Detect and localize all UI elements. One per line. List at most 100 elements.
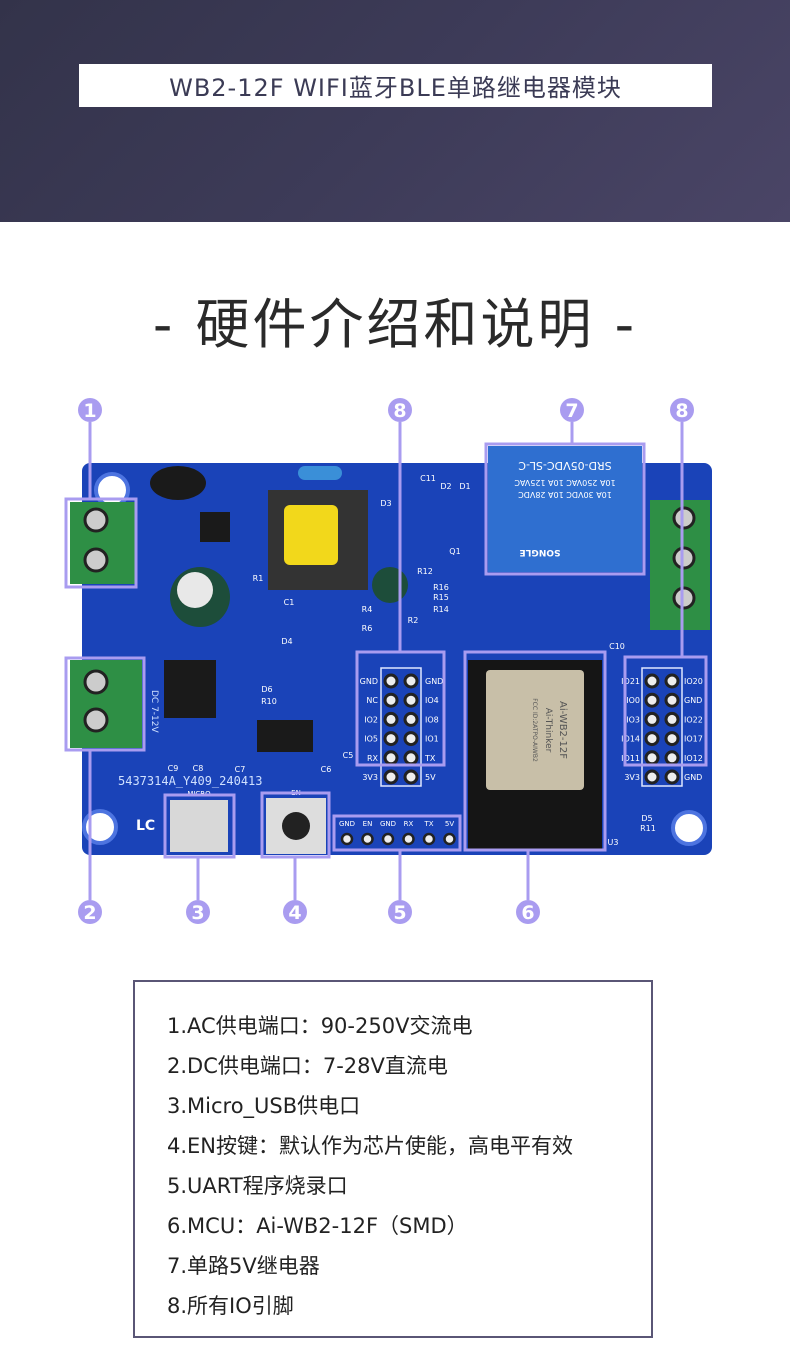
- header-outline: [641, 667, 683, 787]
- relay-brand: SONGLE: [520, 547, 561, 557]
- screw-icon: [672, 546, 696, 570]
- part-designator: C8: [193, 764, 204, 773]
- part-designator: C11: [420, 474, 436, 483]
- screw-icon: [672, 506, 696, 530]
- varistor: [150, 466, 206, 500]
- part-designator: R16: [433, 583, 449, 592]
- pin: [383, 731, 399, 747]
- uart-pin: [361, 832, 374, 846]
- pin: [403, 731, 419, 747]
- callout-number: 1: [83, 400, 96, 422]
- part-designator: C7: [235, 765, 246, 774]
- part-designator: R10: [261, 697, 277, 706]
- relay-rating-2: 10A 30VDC 10A 28VDC: [518, 490, 612, 499]
- callout-lines: [88, 422, 684, 900]
- pin-label: GND: [684, 773, 702, 782]
- part-designator: R1: [253, 574, 264, 583]
- pin-label: GND: [684, 696, 702, 705]
- pin-label: RX: [367, 754, 379, 763]
- callout-marker: [78, 398, 102, 422]
- pin-label: TX: [424, 754, 436, 763]
- uart-pin-label: RX: [404, 820, 414, 828]
- description-line: 3.Micro_USB供电口: [167, 1094, 361, 1118]
- ldo-chip: [257, 720, 313, 752]
- part-designator: U3: [608, 838, 619, 847]
- part-designator: D4: [281, 637, 292, 646]
- header-title: WB2-12F WIFI蓝牙BLE单路继电器模块: [169, 74, 622, 102]
- pin-label: 5V: [425, 773, 436, 782]
- pin: [403, 711, 419, 727]
- pin: [644, 769, 660, 785]
- pin: [644, 673, 660, 689]
- part-designator: C5: [343, 751, 354, 760]
- part-designator: C10: [609, 642, 625, 651]
- pin: [383, 692, 399, 708]
- screw-icon: [83, 707, 109, 733]
- callout-number: 4: [288, 902, 301, 924]
- uart-pin: [443, 832, 456, 846]
- pin-label: IO21: [621, 677, 640, 686]
- pin: [664, 692, 680, 708]
- description-line: 4.EN按键：默认作为芯片使能，高电平有效: [167, 1134, 574, 1158]
- header-banner: WB2-12F WIFI蓝牙BLE单路继电器模块: [0, 0, 790, 222]
- pin-label: IO12: [684, 754, 703, 763]
- mount-hole: [94, 472, 130, 508]
- callout-marker: [388, 398, 412, 422]
- callout-marker: [670, 398, 694, 422]
- callout-box-2: [64, 656, 146, 752]
- callout-box-5: [332, 814, 462, 852]
- pin: [644, 750, 660, 766]
- pin: [644, 711, 660, 727]
- pin-label: IO4: [425, 696, 439, 705]
- pin-label: IO2: [364, 715, 378, 724]
- uart-pin-label: TX: [423, 820, 433, 828]
- board-logo: LC: [136, 818, 155, 834]
- dc-terminal-block: [70, 660, 142, 748]
- part-designator: R15: [433, 593, 449, 602]
- pin: [383, 673, 399, 689]
- callout-number: 6: [521, 902, 534, 924]
- pin: [664, 750, 680, 766]
- pin-label: IO3: [626, 715, 640, 724]
- pin-label: IO11: [621, 754, 640, 763]
- uart-pin-label: EN: [363, 820, 373, 828]
- pin: [383, 711, 399, 727]
- part-designator: R12: [417, 567, 433, 576]
- part-designator: R11: [640, 824, 656, 833]
- part-designator: D3: [380, 499, 391, 508]
- description-line: 2.DC供电端口：7-28V直流电: [167, 1054, 448, 1078]
- callout-marker: [388, 900, 412, 924]
- regulator-chip: [164, 660, 216, 718]
- callout-marker: [283, 900, 307, 924]
- part-designator: Q1: [449, 547, 460, 556]
- pin: [664, 769, 680, 785]
- electrolytic-capacitor-small: [372, 567, 408, 603]
- description-line: 8.所有IO引脚: [167, 1294, 294, 1318]
- part-designator: R6: [362, 624, 373, 633]
- module-fcc: FCC ID:2ATPO-AIWB2: [531, 698, 538, 762]
- description-line: 6.MCU：Ai-WB2-12F（SMD）: [167, 1214, 468, 1238]
- relay-model: SRD-05VDC-SL-C: [518, 459, 612, 472]
- callout-number: 2: [83, 902, 96, 924]
- pin: [664, 673, 680, 689]
- part-designator: C1: [284, 598, 295, 607]
- uart-pin: [381, 832, 395, 846]
- callout-number: 8: [675, 400, 688, 422]
- y-capacitor: [298, 466, 342, 480]
- pin: [644, 731, 660, 747]
- bridge-rectifier: [200, 512, 230, 542]
- pin: [403, 769, 419, 785]
- callout-box-7: [484, 442, 646, 576]
- pin: [383, 769, 399, 785]
- micro-usb-port: [170, 800, 228, 852]
- pin-label: IO20: [684, 677, 703, 686]
- module-name: Ai-WB2-12F: [557, 701, 568, 759]
- pin-label: GND: [360, 677, 378, 686]
- screw-icon: [672, 586, 696, 610]
- part-designator: D1: [459, 482, 470, 491]
- callout-box-6: [463, 650, 607, 852]
- callout-marker: [186, 900, 210, 924]
